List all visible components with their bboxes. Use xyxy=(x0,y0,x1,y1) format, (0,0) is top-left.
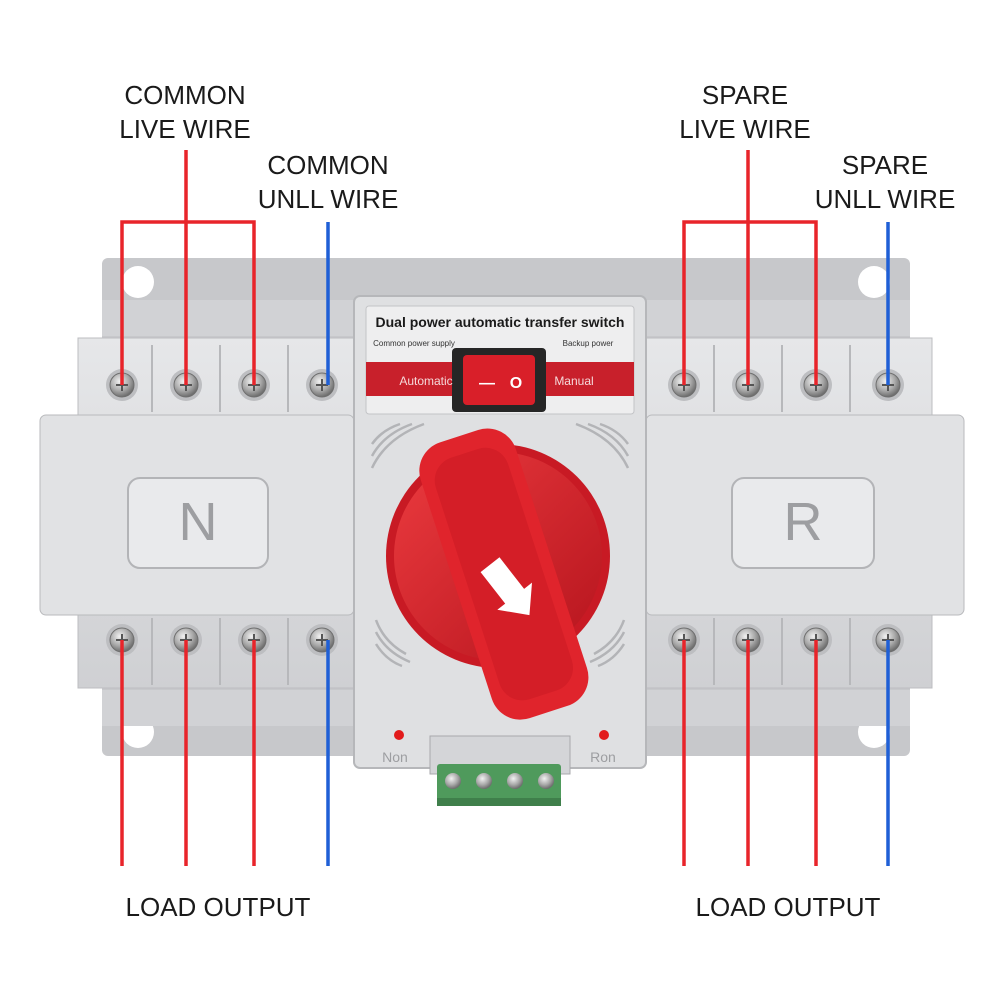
common-power-supply-text: Common power supply xyxy=(373,339,455,348)
spare-live-line2: LIVE WIRE xyxy=(679,114,811,144)
manual-text: Manual xyxy=(554,374,593,388)
common-live-line1: COMMON xyxy=(124,80,246,110)
spare-null-line2: UNLL WIRE xyxy=(814,184,956,214)
rotary-handle[interactable] xyxy=(386,421,610,728)
arrow-down-icon xyxy=(480,557,532,616)
common-null-line1: COMMON xyxy=(267,150,389,180)
ron-indicator-label: Ron xyxy=(590,749,616,765)
panel-title: Dual power automatic transfer switch xyxy=(376,314,625,330)
left-terminal-separators xyxy=(151,345,289,685)
left-breaker-module xyxy=(39,337,355,689)
spare-live-line1: SPARE xyxy=(701,80,789,110)
terminal-screws xyxy=(106,369,904,656)
terminal-screw xyxy=(800,369,832,401)
common-live-line2: LIVE WIRE xyxy=(119,114,251,144)
load-output-right-label: LOAD OUTPUT xyxy=(695,892,881,922)
terminal-screw xyxy=(306,369,338,401)
common-null-wire-label: COMMON UNLL WIRE xyxy=(248,148,408,216)
rocker-on-symbol: O xyxy=(510,375,522,392)
load-output-left-label: LOAD OUTPUT xyxy=(125,892,311,922)
wiring-overlay xyxy=(120,150,890,866)
spare-live-bus-wire xyxy=(682,220,818,385)
spare-null-wire-label: SPARE UNLL WIRE xyxy=(805,148,965,216)
backup-power-text: Backup power xyxy=(563,339,614,348)
ron-indicator-led xyxy=(599,730,609,740)
signal-terminal-block xyxy=(437,764,561,806)
mode-rocker-switch[interactable] xyxy=(452,348,546,412)
rocker-off-symbol: — xyxy=(479,375,495,392)
terminal-screw xyxy=(306,624,338,656)
spare-null-line1: SPARE xyxy=(841,150,929,180)
mounting-hole xyxy=(858,266,890,298)
right-module-letter: R xyxy=(784,492,823,552)
right-terminal-separators xyxy=(713,345,851,685)
vent-grille-left xyxy=(370,422,425,668)
automatic-text: Automatic xyxy=(399,374,452,388)
common-null-line2: UNLL WIRE xyxy=(257,184,399,214)
mounting-hole xyxy=(122,266,154,298)
spare-live-wire-label: SPARE LIVE WIRE xyxy=(665,78,825,146)
vent-grille-right xyxy=(575,422,630,668)
left-module-letter: N xyxy=(179,492,218,552)
non-indicator-label: Non xyxy=(382,749,408,765)
common-live-bus-wire xyxy=(120,220,256,385)
non-indicator-led xyxy=(394,730,404,740)
common-live-wire-label: COMMON LIVE WIRE xyxy=(105,78,265,146)
